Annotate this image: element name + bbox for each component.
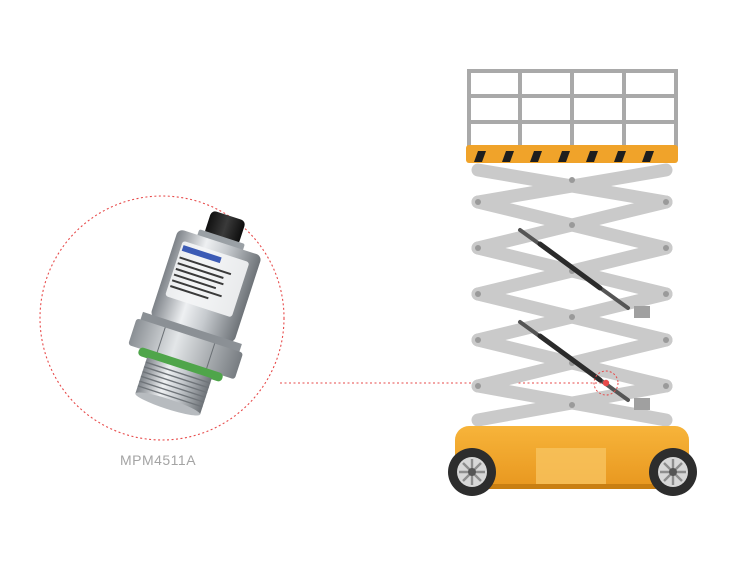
platform-deck <box>466 145 678 163</box>
sensor-location-marker <box>593 370 619 396</box>
hydraulic-cylinders <box>518 228 650 410</box>
product-model-label: MPM4511A <box>119 452 197 468</box>
product-callout-circle <box>39 195 285 441</box>
lift-chassis <box>455 426 689 489</box>
scissor-arms <box>471 163 673 427</box>
wheel-left-icon <box>448 448 496 496</box>
wheel-right-icon <box>649 448 697 496</box>
pressure-transmitter-icon <box>128 211 261 416</box>
guard-rail <box>467 69 678 149</box>
scissor-lift-icon <box>448 69 697 496</box>
